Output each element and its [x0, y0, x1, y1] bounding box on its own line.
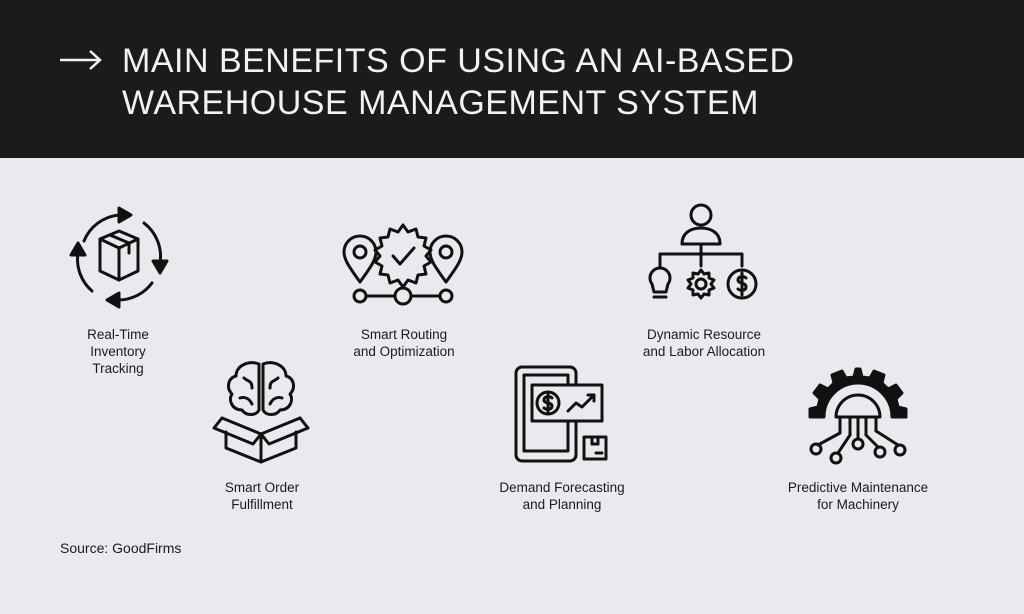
benefit-label: Inventory [90, 344, 146, 359]
benefit-label: and Optimization [353, 344, 455, 359]
benefit-real-time-inventory: Real-Time Inventory Tracking [18, 326, 218, 377]
benefit-predictive-maintenance: Predictive Maintenance for Machinery [758, 479, 958, 513]
title-line-2: WAREHOUSE MANAGEMENT SYSTEM [122, 84, 759, 122]
org-resource-icon [648, 203, 758, 300]
arrow-right-icon [60, 50, 102, 70]
benefit-label: and Planning [522, 497, 602, 512]
benefit-label: and Labor Allocation [642, 344, 766, 359]
title-line-1: MAIN BENEFITS OF USING AN AI-BASED [122, 42, 795, 80]
tablet-chart-icon [514, 365, 608, 463]
benefit-smart-order-fulfillment: Smart Order Fulfillment [162, 479, 362, 513]
brain-box-icon [212, 361, 310, 464]
benefit-label: Real-Time [87, 327, 149, 342]
benefit-label: Demand Forecasting [499, 480, 625, 495]
benefit-label: Fulfillment [231, 497, 293, 512]
route-gear-icon [342, 223, 464, 306]
gear-circuit-icon [808, 367, 908, 465]
box-cycle-icon [69, 206, 169, 309]
page-title: MAIN BENEFITS OF USING AN AI-BASED WAREH… [122, 40, 795, 124]
benefit-dynamic-resource: Dynamic Resource and Labor Allocation [604, 326, 804, 360]
header-banner: MAIN BENEFITS OF USING AN AI-BASED WAREH… [0, 0, 1024, 158]
benefit-smart-routing: Smart Routing and Optimization [304, 326, 504, 360]
benefit-label: Tracking [92, 361, 144, 376]
benefit-label: Smart Routing [360, 327, 448, 342]
benefit-label: Smart Order [224, 480, 300, 495]
benefit-label: for Machinery [817, 497, 899, 512]
benefit-label: Dynamic Resource [646, 327, 762, 342]
benefit-demand-forecasting: Demand Forecasting and Planning [462, 479, 662, 513]
source-credit: Source: GoodFirms [60, 540, 182, 556]
benefit-label: Predictive Maintenance [787, 480, 929, 495]
